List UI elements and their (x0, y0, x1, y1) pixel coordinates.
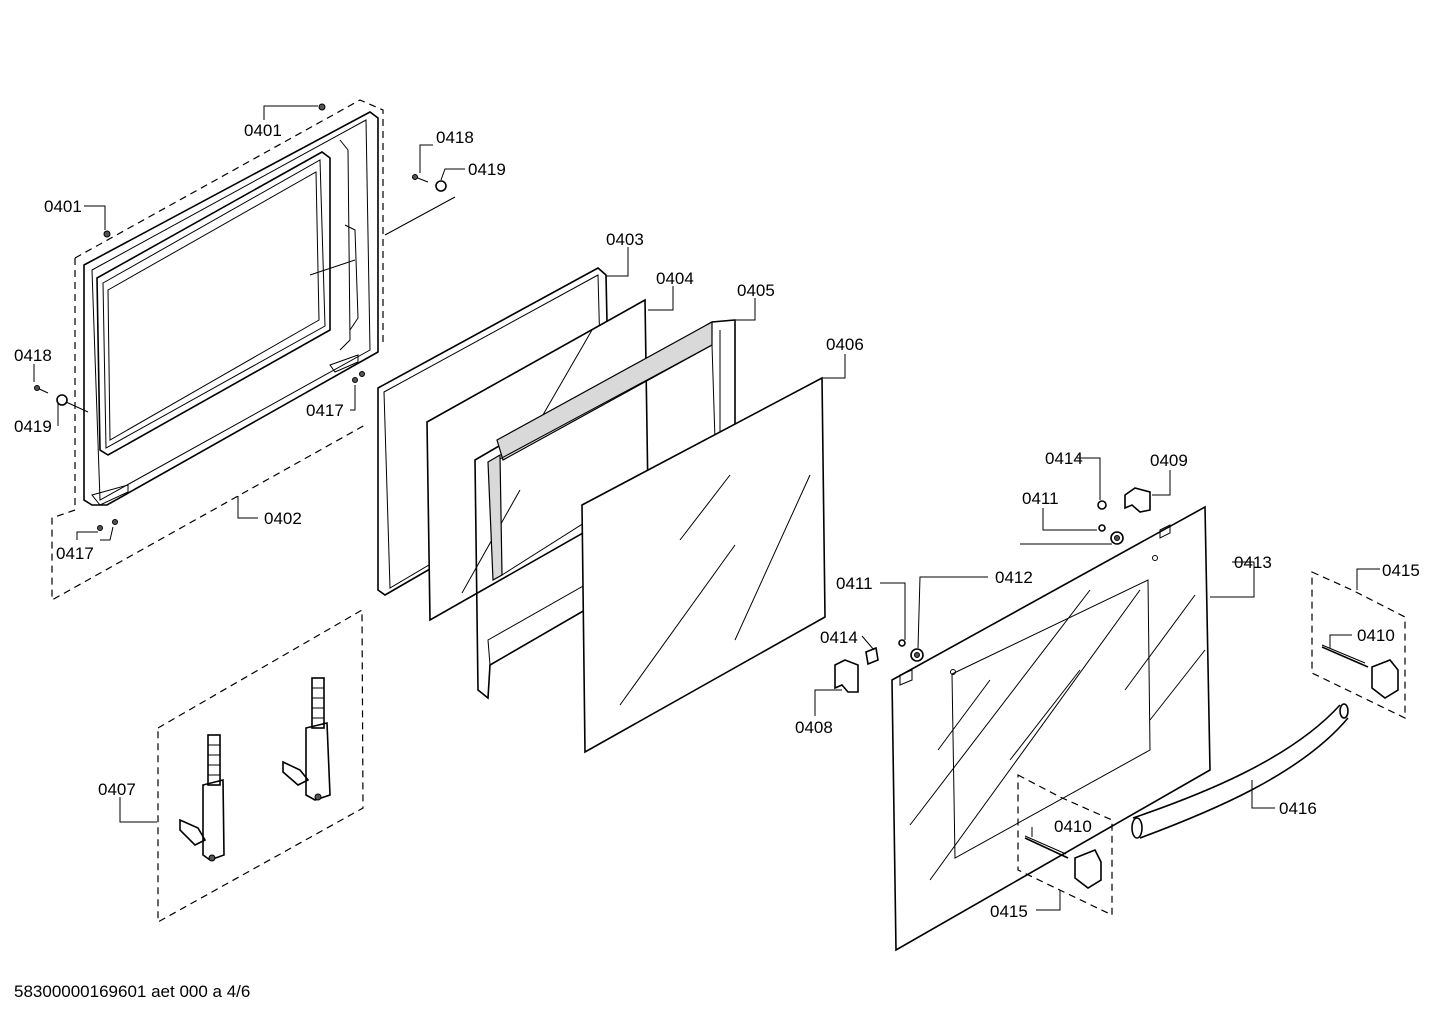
callout-0403: 0403 (606, 230, 644, 249)
callout-0415-right: 0415 (1382, 561, 1420, 580)
drawing-id-footer: 58300000169601 aet 000 a 4/6 (14, 982, 250, 1001)
callout-0401-top: 0401 (244, 121, 282, 140)
callout-0409: 0409 (1150, 451, 1188, 470)
callout-0402: 0402 (264, 509, 302, 528)
callout-0418-left: 0418 (14, 346, 52, 365)
callout-0406: 0406 (826, 335, 864, 354)
callout-0410-right: 0410 (1357, 626, 1395, 645)
handle-mount-bottom-0415 (1017, 774, 1113, 916)
callout-0419-top: 0419 (468, 160, 506, 179)
outer-glass-0406 (581, 376, 826, 754)
callout-leaders (33, 105, 1380, 911)
callout-0418-top: 0418 (436, 128, 474, 147)
callout-0419-left: 0419 (14, 417, 52, 436)
callout-0411-mid: 0411 (836, 574, 873, 593)
inner-door-frame-0401 (34, 99, 456, 602)
callout-0412: 0412 (995, 568, 1033, 587)
callout-0417-right: 0417 (306, 401, 344, 420)
door-hinges-0407 (157, 608, 364, 924)
callout-0408: 0408 (795, 718, 833, 737)
callout-0414-top: 0414 (1045, 449, 1083, 468)
callout-0413: 0413 (1234, 553, 1272, 572)
callout-0417-left: 0417 (56, 544, 94, 563)
brackets-and-fixings (834, 487, 1151, 693)
callout-0416: 0416 (1279, 799, 1317, 818)
callout-0410-bottom: 0410 (1054, 817, 1092, 836)
callout-0401-left: 0401 (44, 197, 82, 216)
handle-mount-right-0415 (1311, 571, 1406, 719)
callout-0415-bottom: 0415 (990, 902, 1028, 921)
callout-0411-top: 0411 (1022, 489, 1059, 508)
callout-labels: 0401 0401 0418 0419 0418 0419 0417 0417 … (14, 121, 1420, 921)
callout-0414-mid: 0414 (820, 628, 858, 647)
callout-0407: 0407 (98, 780, 136, 799)
callout-0404: 0404 (656, 269, 694, 288)
outer-door-panel-0413 (891, 505, 1211, 952)
callout-0405: 0405 (737, 281, 775, 300)
